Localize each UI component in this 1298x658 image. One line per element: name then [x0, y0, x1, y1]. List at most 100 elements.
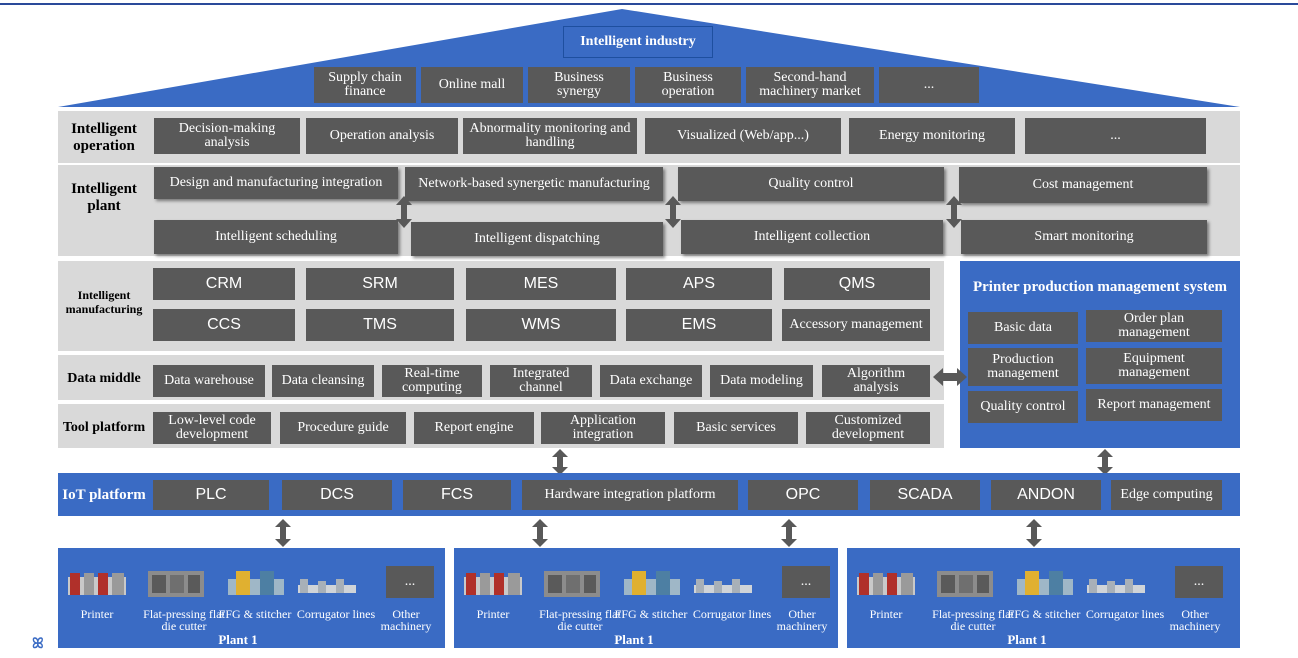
- machine-label: Corrugator lines: [1085, 608, 1165, 621]
- manufacturing-item[interactable]: APS: [626, 268, 772, 300]
- updown-arrow-icon: [396, 196, 412, 228]
- manufacturing-item[interactable]: TMS: [306, 309, 454, 341]
- printer-item[interactable]: Quality control: [968, 391, 1078, 423]
- manufacturing-item[interactable]: MES: [466, 268, 616, 300]
- roof-item[interactable]: Supply chain finance: [314, 67, 416, 103]
- printer-item[interactable]: Order plan management: [1086, 310, 1222, 342]
- machine-image: [228, 571, 284, 595]
- machine-image: [937, 571, 993, 597]
- machine-image: [544, 571, 600, 597]
- operation-item[interactable]: Operation analysis: [306, 118, 458, 154]
- printer-item[interactable]: Equipment management: [1086, 348, 1222, 384]
- iot-item[interactable]: PLC: [153, 480, 269, 510]
- operation-item[interactable]: Decision-making analysis: [154, 118, 300, 154]
- updown-arrow-icon: [532, 519, 548, 547]
- tool-item[interactable]: Application integration: [541, 412, 665, 444]
- datamiddle-item[interactable]: Real-time computing: [382, 365, 482, 397]
- operation-item[interactable]: Visualized (Web/app...): [645, 118, 841, 154]
- machine-image: [694, 579, 752, 593]
- operation-item[interactable]: Energy monitoring: [849, 118, 1015, 154]
- iot-item[interactable]: SCADA: [870, 480, 980, 510]
- operation-item[interactable]: ...: [1025, 118, 1206, 154]
- operation-label: Intelligent operation: [71, 121, 137, 154]
- datamiddle-item[interactable]: Data modeling: [710, 365, 813, 397]
- printer-item[interactable]: Report management: [1086, 389, 1222, 421]
- machine-image: [857, 573, 915, 595]
- updown-arrow-icon: [275, 519, 291, 547]
- machine-label: Printer: [476, 608, 510, 621]
- iot-item[interactable]: ANDON: [991, 480, 1101, 510]
- machine-image: [68, 573, 126, 595]
- tool-item[interactable]: Report engine: [414, 412, 534, 444]
- tool-label: Tool platform: [62, 419, 146, 435]
- datamiddle-item[interactable]: Data exchange: [600, 365, 702, 397]
- machine-label: FFG & stitcher: [218, 608, 292, 621]
- updown-arrow-icon: [552, 449, 568, 475]
- plant-bottom-item[interactable]: Intelligent dispatching: [411, 222, 663, 256]
- manufacturing-item[interactable]: WMS: [466, 309, 616, 341]
- machine-label: Printer: [80, 608, 114, 621]
- machine-label: FFG & stitcher: [614, 608, 688, 621]
- printer-system-title: Printer production management system: [972, 278, 1227, 295]
- machine-image: [148, 571, 204, 597]
- tool-item[interactable]: Procedure guide: [280, 412, 406, 444]
- manufacturing-item[interactable]: EMS: [626, 309, 772, 341]
- manufacturing-item[interactable]: QMS: [784, 268, 930, 300]
- datamiddle-item[interactable]: Data cleansing: [272, 365, 374, 397]
- roof-item[interactable]: Business synergy: [528, 67, 630, 103]
- plant-top-item[interactable]: Quality control: [678, 167, 944, 201]
- machine-label: Corrugator lines: [296, 608, 376, 621]
- intelligent-industry-title: Intelligent industry: [563, 26, 713, 58]
- machine-label: Flat-pressing flat die cutter: [932, 608, 1014, 633]
- machine-label: Flat-pressing flat die cutter: [143, 608, 225, 633]
- roof-item[interactable]: Second-hand machinery market: [746, 67, 874, 103]
- plant-bottom-item[interactable]: Smart monitoring: [961, 220, 1207, 254]
- machine-label: FFG & stitcher: [1007, 608, 1081, 621]
- machine-label: Printer: [869, 608, 903, 621]
- plant-top-item[interactable]: Design and manufacturing integration: [154, 167, 398, 199]
- machine-label: Corrugator lines: [692, 608, 772, 621]
- roof-item[interactable]: ...: [879, 67, 979, 103]
- tool-item[interactable]: Basic services: [674, 412, 798, 444]
- manufacturing-item[interactable]: CRM: [153, 268, 295, 300]
- iot-item[interactable]: DCS: [282, 480, 392, 510]
- machine-image: [464, 573, 522, 595]
- machine-label: Other machinery: [776, 608, 828, 633]
- operation-item[interactable]: Abnormality monitoring and handling: [463, 118, 637, 154]
- iot-label: IoT platform: [62, 486, 146, 503]
- machine-image: [1017, 571, 1073, 595]
- plant-bottom-item[interactable]: Intelligent collection: [681, 220, 943, 254]
- roof-item[interactable]: Online mall: [421, 67, 523, 103]
- plant-top-item[interactable]: Cost management: [959, 167, 1207, 203]
- manufacturing-item[interactable]: SRM: [306, 268, 454, 300]
- iot-item[interactable]: Hardware integration platform: [522, 480, 738, 510]
- more-machinery-button[interactable]: ...: [782, 566, 830, 598]
- datamiddle-label: Data middle: [67, 370, 141, 386]
- updown-arrow-icon: [781, 519, 797, 547]
- tool-item[interactable]: Customized development: [806, 412, 930, 444]
- leftright-arrow-icon: [933, 368, 967, 386]
- iot-item[interactable]: Edge computing: [1111, 480, 1222, 510]
- manufacturing-label: Intelligent manufacturing: [65, 288, 143, 316]
- printer-item[interactable]: Production management: [968, 348, 1078, 386]
- plant-bottom-item[interactable]: Intelligent scheduling: [154, 220, 398, 254]
- more-machinery-button[interactable]: ...: [386, 566, 434, 598]
- tool-item[interactable]: Low-level code development: [153, 412, 271, 444]
- plant-panel-3: [847, 548, 1240, 648]
- iot-item[interactable]: FCS: [403, 480, 511, 510]
- machine-image: [298, 579, 356, 593]
- datamiddle-item[interactable]: Algorithm analysis: [822, 365, 930, 397]
- updown-arrow-icon: [946, 196, 962, 228]
- datamiddle-item[interactable]: Data warehouse: [153, 365, 265, 397]
- machine-label: Flat-pressing flat die cutter: [539, 608, 621, 633]
- datamiddle-item[interactable]: Integrated channel: [490, 365, 592, 397]
- more-machinery-button[interactable]: ...: [1175, 566, 1223, 598]
- manufacturing-item[interactable]: Accessory management: [782, 309, 930, 341]
- machine-image: [1087, 579, 1145, 593]
- plant-top-item[interactable]: Network-based synergetic manufacturing: [405, 167, 663, 201]
- plant-title: Plant 1: [218, 632, 258, 647]
- iot-item[interactable]: OPC: [748, 480, 858, 510]
- roof-item[interactable]: Business operation: [635, 67, 741, 103]
- manufacturing-item[interactable]: CCS: [153, 309, 295, 341]
- printer-item[interactable]: Basic data: [968, 312, 1078, 344]
